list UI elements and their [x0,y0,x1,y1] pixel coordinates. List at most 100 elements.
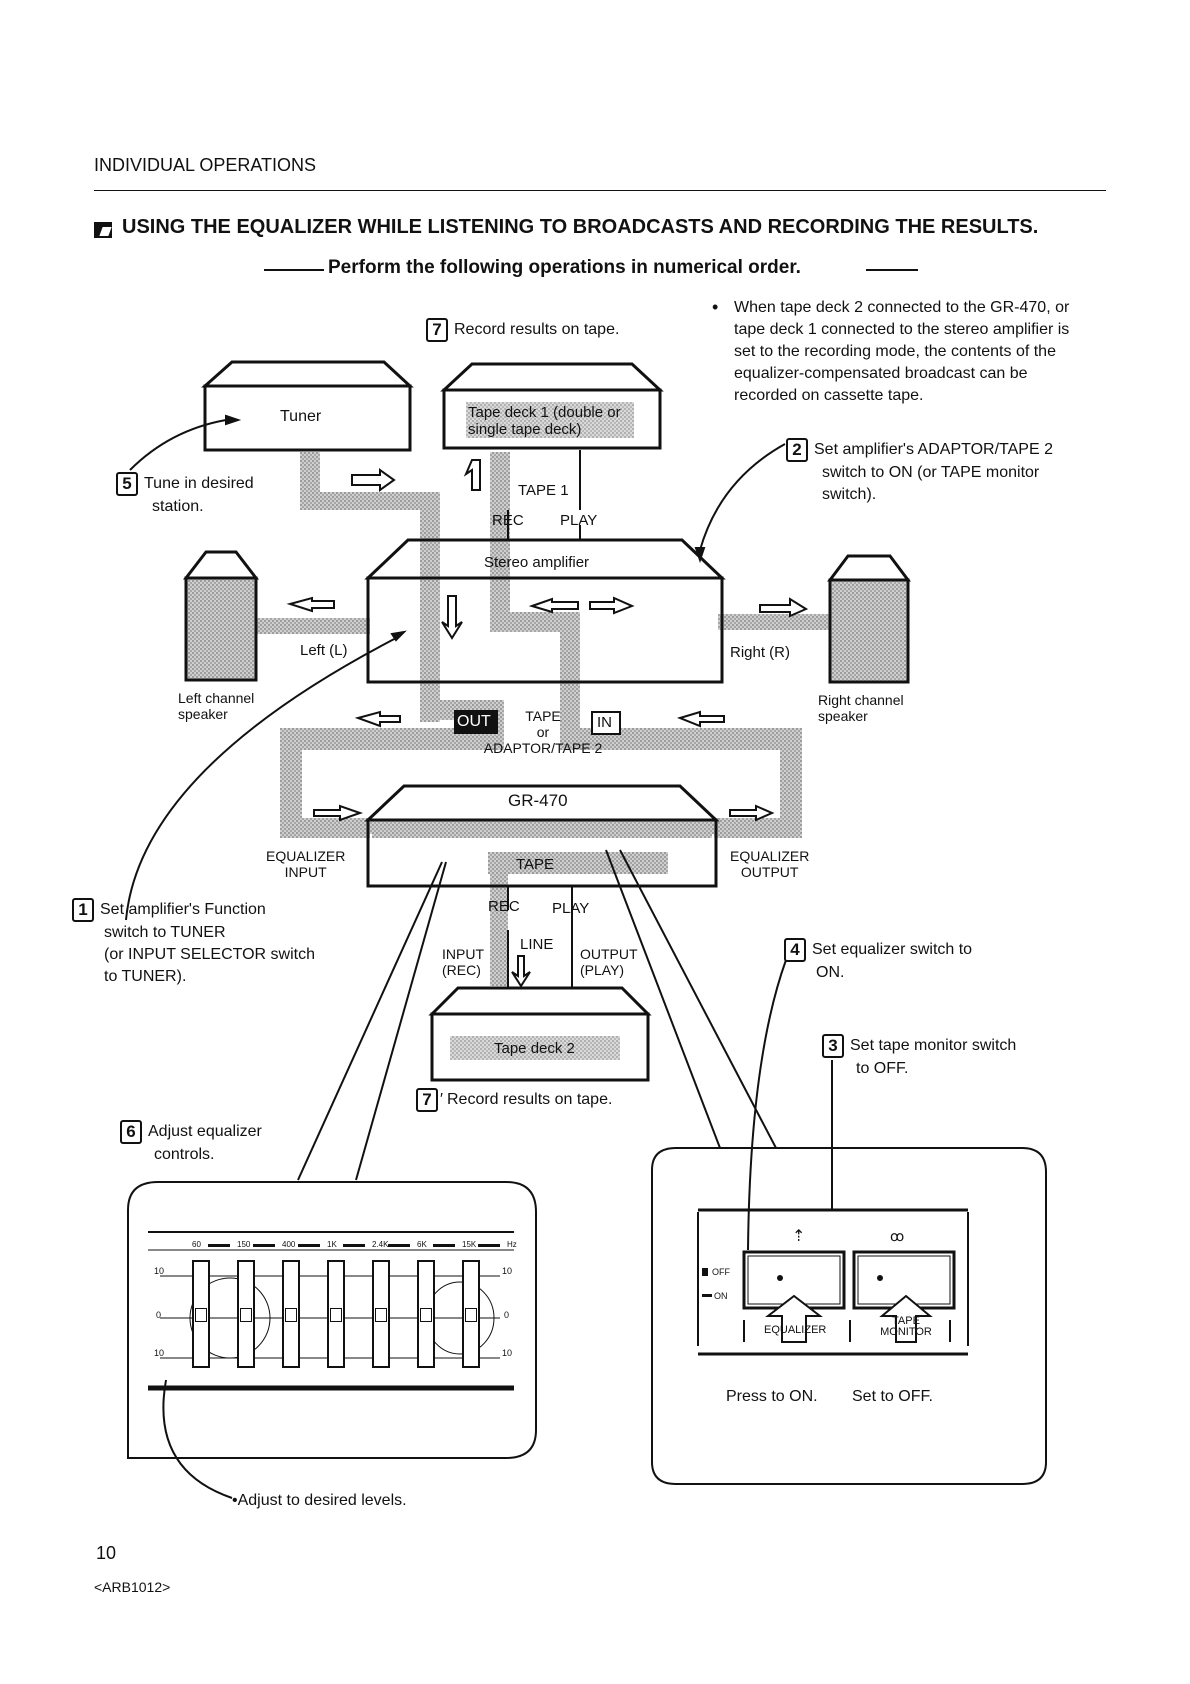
eq-scale-tick [343,1244,365,1247]
gr470-label: GR-470 [508,791,568,810]
play-label: PLAY [560,512,598,529]
input-rec-line: (REC) [442,962,481,978]
eq-slider-knob[interactable] [195,1308,207,1322]
out-label: OUT [457,713,491,730]
eq-slider-knob[interactable] [285,1308,297,1322]
tape-monitor-switch-button[interactable] [858,1256,950,1304]
right-speaker-line: speaker [818,708,868,724]
eq-db-bot: 10 [154,1348,165,1358]
left-label: Left (L) [300,642,348,659]
eq-scale-tick [208,1244,230,1247]
eq-slider-knob[interactable] [465,1308,477,1322]
step-text: Set equalizer switch to [812,941,973,959]
step-number: 1 [72,898,94,922]
note-line: When tape deck 2 connected to the GR-470… [734,299,1070,316]
step-text: Set tape monitor switch [850,1037,1017,1055]
eq-slider-knob[interactable] [240,1308,252,1322]
step-text: switch to ON (or TAPE monitor [822,464,1040,481]
eq-slider-knob[interactable] [330,1308,342,1322]
equalizer-switch-button[interactable] [748,1256,840,1304]
step-text: switch to TUNER [104,924,226,941]
tape-deck-1-line: single tape deck) [468,421,582,438]
stereo-amplifier-unit [364,538,726,684]
page-number: 10 [96,1543,117,1563]
note-text: When tape deck 2 connected to the GR-470… [734,297,1069,407]
right-label: Right (R) [730,644,791,661]
on-label: ON [714,1291,728,1301]
eq-slider-knob[interactable] [420,1308,432,1322]
eq-db-top: 10 [154,1266,165,1276]
eq-frequency-label: 150 [237,1240,251,1249]
eq-db-mid-right: 0 [504,1310,510,1320]
tape-deck-2-label: Tape deck 2 [494,1040,575,1057]
eq-input-line: EQUALIZER [266,848,346,864]
section-title: USING THE EQUALIZER WHILE LISTENING TO B… [122,216,1039,238]
note-line: recorded on cassette tape. [734,387,924,404]
tape-deck-2-unit [428,986,652,1082]
eq-scale-tick [478,1244,500,1247]
step-text: station. [152,498,204,515]
line-label: LINE [520,936,554,953]
right-speaker-unit [827,554,911,684]
rule-right [866,269,918,271]
note-bullet: • [712,297,719,317]
step-number: 5 [116,472,138,496]
tape1-label: TAPE 1 [518,482,569,499]
step-number: 4 [784,938,806,962]
rule-left [264,269,324,271]
set-to-off-label: Set to OFF. [852,1388,933,1405]
right-speaker-line: Right channel [818,692,904,708]
note-line: set to the recording mode, the contents … [734,343,1056,360]
step-2: 2 Set amplifier's ADAPTOR/TAPE 2 switch t… [786,438,1053,506]
note-line: tape deck 1 connected to the stereo ampl… [734,321,1070,338]
section-marker-icon [94,222,112,238]
eq-slider-knob[interactable] [375,1308,387,1322]
eq-slider[interactable] [372,1260,390,1368]
tape-label: TAPE [516,856,555,873]
step-text: controls. [154,1146,215,1163]
eq-slider[interactable] [417,1260,435,1368]
tuner-unit [201,360,414,452]
stereo-amplifier-label: Stereo amplifier [484,554,590,571]
eq-frequency-label: 6K [417,1240,427,1249]
step-number: 7 [416,1088,438,1112]
eq-slider[interactable] [237,1260,255,1368]
in-label: IN [597,714,612,731]
eq-slider[interactable] [327,1260,345,1368]
eq-scale-tick [388,1244,410,1247]
subtitle: Perform the following operations in nume… [328,257,801,278]
input-rec-line: INPUT [442,946,484,962]
equalizer-symbol-icon: ⇡ [792,1228,806,1245]
tape-monitor-switch-label: TAPE MONITOR [872,1316,940,1338]
tape-deck-1-line: Tape deck 1 (double or [468,404,621,421]
eq-db-mid: 0 [156,1310,162,1320]
step-5: 5 Tune in desired station. [116,472,254,518]
tape-or-label: TAPE or ADAPTOR/TAPE 2 [482,708,604,756]
eq-db-top-right: 10 [502,1266,513,1276]
eq-output-line: OUTPUT [740,864,799,880]
step-number: 6 [120,1120,142,1144]
step-text: to TUNER). [104,968,187,985]
eq-caption: •Adjust to desired levels. [232,1492,407,1509]
step-number: 3 [822,1034,844,1058]
step-number: 2 [786,438,808,462]
tape-monitor-line: MONITOR [880,1326,932,1338]
eq-input-label: EQUALIZER INPUT [266,848,345,880]
eq-slider[interactable] [282,1260,300,1368]
left-speaker-line: speaker [178,706,228,722]
eq-slider[interactable] [192,1260,210,1368]
right-speaker-label: Right channel speaker [818,692,904,724]
step-7-prime: 7′Record results on tape. [416,1088,612,1112]
step-number: 7 [426,318,448,342]
step-text: (or INPUT SELECTOR switch [104,946,316,963]
eq-slider[interactable] [462,1260,480,1368]
tape-monitor-line: TAPE [892,1315,920,1327]
document-code: <ARB1012> [94,1579,171,1595]
rec2-label: REC [488,898,520,915]
step-text: Tune in desired [144,475,254,493]
step-text: Set amplifier's ADAPTOR/TAPE 2 [814,441,1053,459]
